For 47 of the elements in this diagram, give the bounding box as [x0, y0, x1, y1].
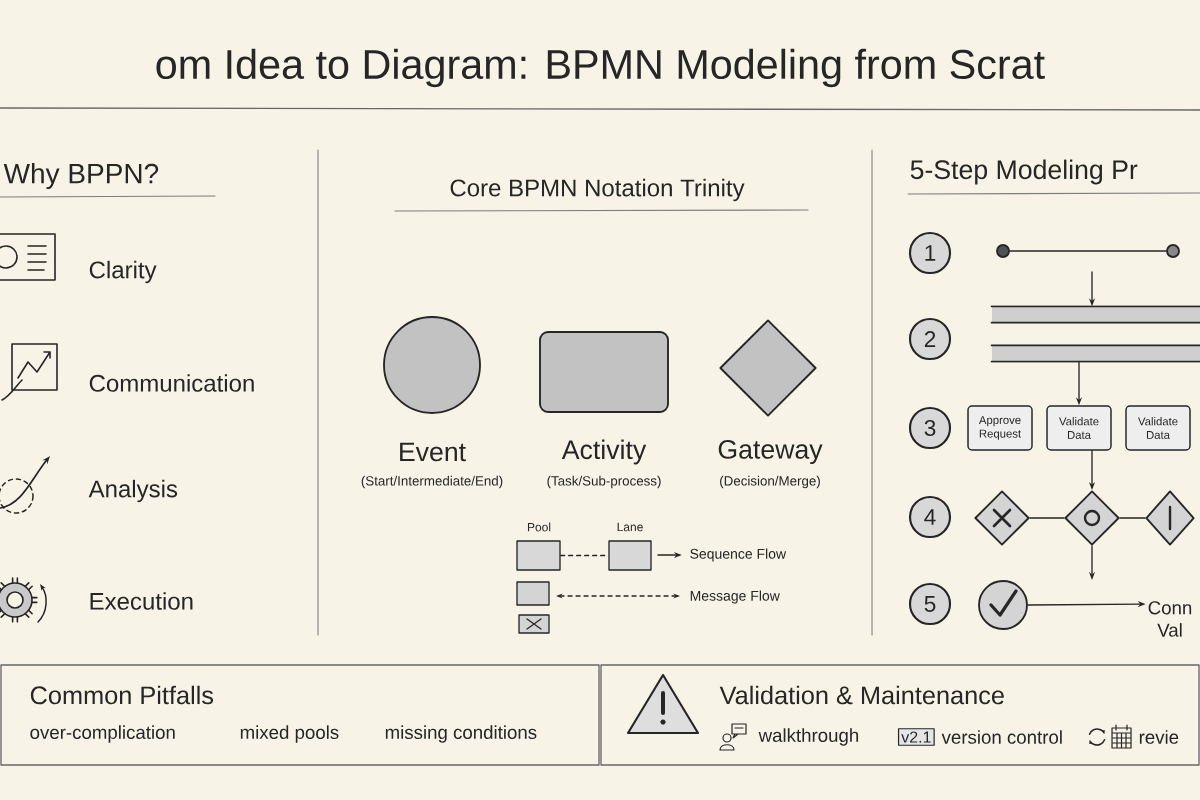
lane-bar: [990, 305, 1200, 324]
crossed-box: [518, 614, 550, 634]
title: om Idea to Diagram: BPMN Modeling from Scrat: [156, 48, 1045, 88]
symbol-name: Event: [400, 442, 466, 462]
step-number: 3: [908, 406, 952, 450]
list-item: over-complication: [30, 725, 175, 743]
list-item: mixed pools: [240, 725, 339, 743]
panel-heading: Validation & Maintenance: [719, 685, 1004, 705]
check-circle: [978, 580, 1028, 630]
symbol-description: (Start/Intermediate/End): [361, 475, 503, 489]
step-number: 1: [908, 231, 952, 275]
step-number: 2: [908, 317, 952, 361]
box-label: Lane: [617, 522, 643, 532]
list-item: missing conditions: [385, 725, 537, 743]
symbol-name: Gateway: [718, 439, 823, 465]
task-box: Validate Data: [1046, 405, 1112, 451]
connector-line: [1119, 517, 1146, 519]
symbol-name: Activity: [561, 439, 647, 465]
panel-heading: Common Pitfalls: [30, 685, 214, 705]
version-badge: v2.1: [897, 728, 935, 746]
step-number: 4: [908, 495, 952, 539]
small-box: [516, 581, 550, 606]
connector-line: [1029, 517, 1065, 519]
connector-line: [1009, 250, 1167, 252]
benefit-label: Analysis: [88, 479, 178, 503]
legend-label: Sequence Flow: [690, 548, 787, 562]
symbol-description: (Decision/Merge): [720, 475, 820, 489]
section-heading: Core BPMN Notation Trinity: [450, 178, 745, 202]
step-text: Conn Val: [1148, 601, 1192, 637]
lane-bar: [990, 344, 1200, 363]
inclusive-gateway: [1064, 490, 1120, 546]
exclusive-gateway: [974, 490, 1030, 546]
legend-label: Message Flow: [690, 590, 780, 604]
symbol-description: (Task/Sub-process): [547, 475, 661, 489]
benefit-label: Clarity: [89, 260, 157, 284]
section-heading: 5-Step Modeling Pr: [910, 159, 1138, 185]
box-label: Pool: [528, 522, 551, 532]
task-box: Validate Data: [1125, 405, 1191, 451]
list-item: version control: [941, 730, 1062, 744]
parallel-gateway: [1145, 490, 1195, 546]
task-box: Approve Request: [967, 405, 1033, 451]
list-item: revie: [1139, 730, 1179, 744]
list-item: walkthrough: [758, 728, 859, 746]
benefit-label: Communication: [89, 374, 254, 392]
step-number: 5: [908, 582, 952, 626]
benefit-label: Execution: [90, 592, 193, 610]
section-heading: Why BPPN?: [3, 162, 159, 190]
